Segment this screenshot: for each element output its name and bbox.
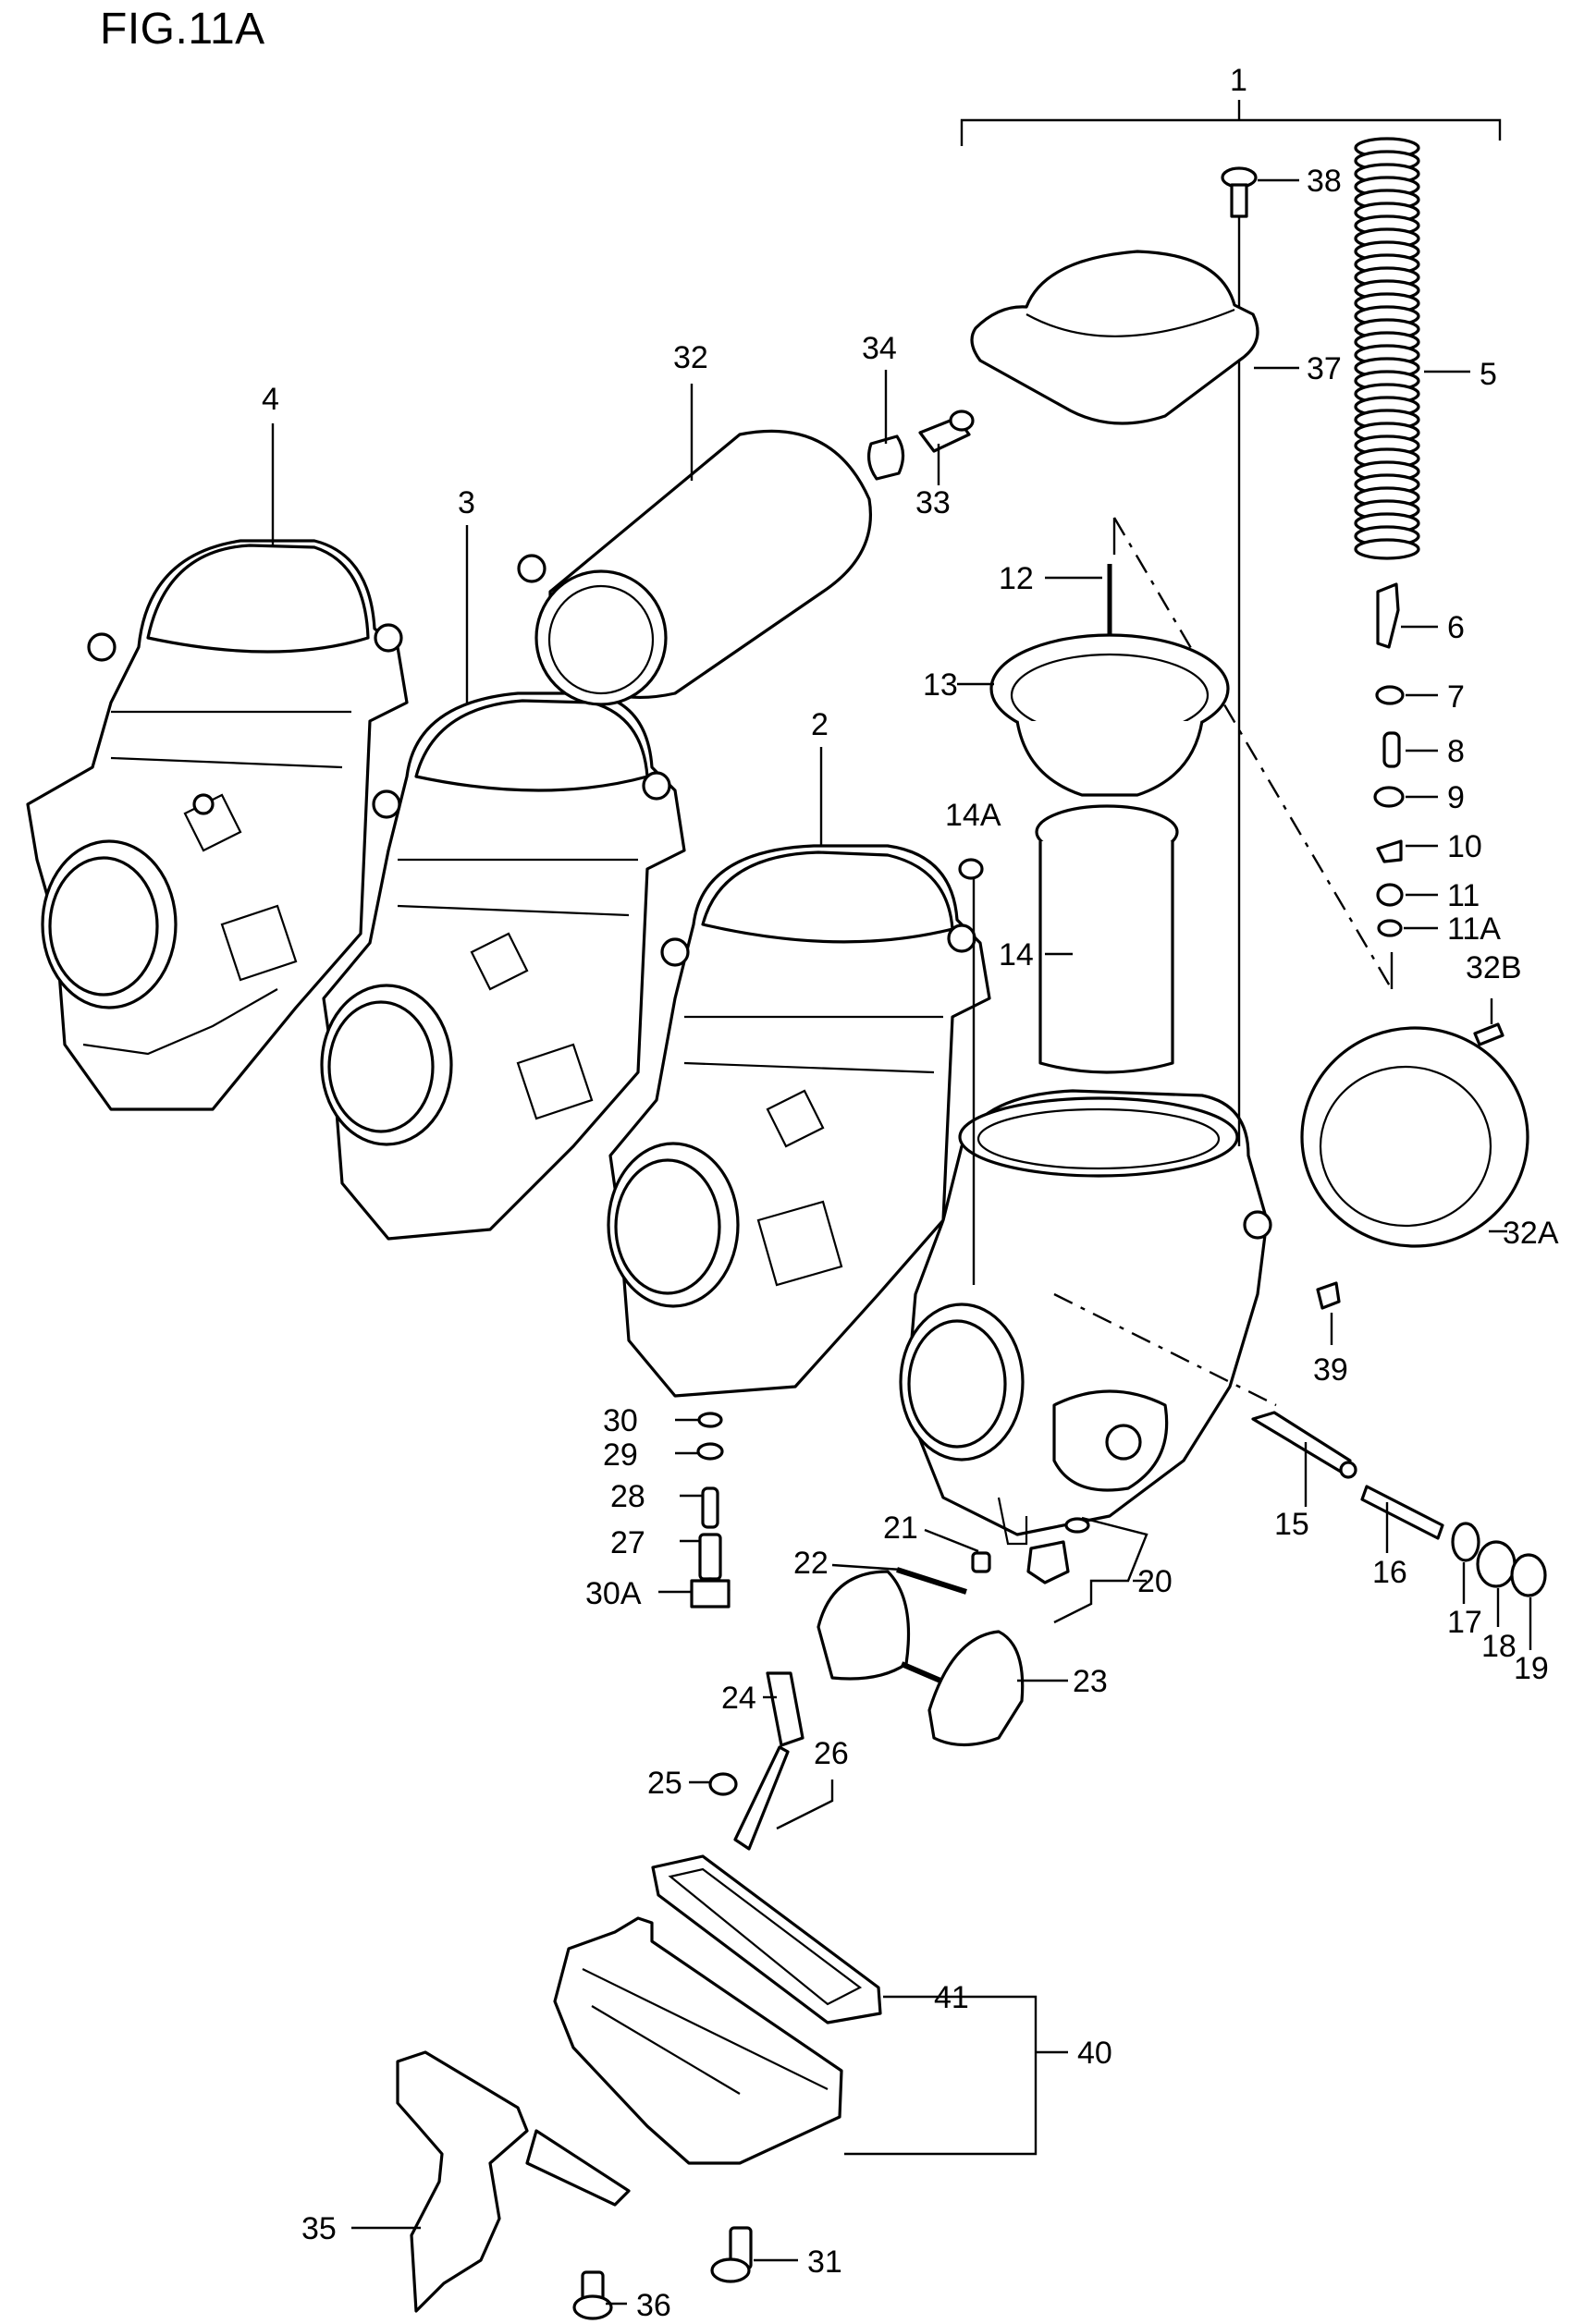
clip-10 — [1376, 839, 1403, 863]
intake-funnel-32 — [517, 429, 872, 706]
jet-24 — [766, 1671, 804, 1747]
callout-12: 12 — [999, 561, 1034, 596]
spring-5 — [1354, 137, 1420, 560]
assembly-1-bracket — [960, 100, 1502, 146]
carburetor-body-1 — [899, 1089, 1272, 1546]
cap-19 — [1510, 1553, 1547, 1597]
spring-16 — [1360, 1485, 1444, 1540]
callout-30a: 30A — [585, 1576, 642, 1611]
callout-1: 1 — [1230, 63, 1247, 98]
piston-14 — [1035, 804, 1179, 1074]
callout-10: 10 — [1447, 829, 1482, 864]
screw-36 — [572, 2270, 613, 2320]
callout-21: 21 — [883, 1511, 918, 1546]
spacer-11 — [1376, 883, 1404, 907]
callout-32a: 32A — [1503, 1216, 1559, 1251]
needle-26 — [733, 1745, 790, 1851]
callout-14: 14 — [999, 937, 1034, 972]
spring-coil — [1354, 538, 1420, 560]
washer-9 — [1373, 786, 1405, 808]
callout-26: 26 — [814, 1736, 849, 1771]
callout-8: 8 — [1447, 734, 1465, 769]
washer-29 — [696, 1442, 724, 1461]
bracket-35 — [396, 2050, 631, 2313]
callout-9: 9 — [1447, 780, 1465, 815]
callout-25: 25 — [647, 1766, 682, 1801]
funnel-32a — [1300, 1026, 1529, 1248]
callout-24: 24 — [721, 1681, 756, 1716]
callout-23: 23 — [1073, 1664, 1108, 1699]
callout-38: 38 — [1307, 164, 1342, 199]
callout-35: 35 — [301, 2211, 337, 2246]
o-ring-14a — [958, 858, 984, 880]
callout-18: 18 — [1481, 1629, 1517, 1664]
callout-37: 37 — [1307, 351, 1342, 386]
diaphragm-13 — [989, 633, 1230, 797]
pin-22 — [896, 1567, 967, 1595]
callout-2: 2 — [811, 707, 829, 742]
callout-33: 33 — [915, 485, 951, 520]
callout-16: 16 — [1372, 1555, 1407, 1590]
callout-39: 39 — [1313, 1352, 1348, 1388]
pilot-screw-parts — [690, 1412, 731, 1608]
callout-27: 27 — [610, 1525, 645, 1560]
callout-30: 30 — [603, 1403, 638, 1438]
callout-17: 17 — [1447, 1605, 1482, 1640]
callout-40: 40 — [1077, 2036, 1112, 2071]
screw-32b — [1473, 1022, 1504, 1046]
figure-title: FIG.11A — [100, 5, 265, 54]
callout-41: 41 — [934, 1980, 969, 2015]
throttle-screw-15 — [1251, 1411, 1357, 1479]
washer-11a — [1377, 919, 1403, 937]
callout-6: 6 — [1447, 610, 1465, 645]
callout-14a: 14A — [945, 798, 1001, 833]
callout-4: 4 — [262, 382, 279, 417]
screw-21 — [971, 1551, 991, 1573]
valve-20 — [1026, 1517, 1090, 1584]
callout-32: 32 — [673, 340, 708, 375]
callout-31: 31 — [807, 2244, 842, 2280]
o-ring-17 — [1451, 1522, 1480, 1562]
needle-jet-parts — [1373, 582, 1405, 937]
leader-lines — [271, 178, 1532, 2306]
callout-5: 5 — [1480, 357, 1497, 392]
callout-19: 19 — [1514, 1651, 1549, 1686]
callout-36: 36 — [636, 2288, 671, 2323]
carburetor-4 — [26, 539, 409, 1111]
screw-38 — [1221, 166, 1258, 218]
callout-15: 15 — [1274, 1507, 1309, 1542]
washer-7 — [1375, 685, 1405, 705]
screw-39 — [1316, 1281, 1341, 1310]
callout-29: 29 — [603, 1437, 638, 1473]
callout-22: 22 — [793, 1546, 829, 1581]
collar-34 — [866, 434, 905, 481]
top-cap-37 — [970, 250, 1259, 425]
cap-30a — [690, 1579, 731, 1608]
carburetor-3 — [320, 691, 686, 1241]
callout-3: 3 — [458, 485, 475, 520]
float-chamber-40 — [553, 1916, 843, 2165]
screw-31 — [710, 2226, 753, 2283]
spring-28 — [701, 1486, 719, 1529]
callout-32b: 32B — [1466, 950, 1522, 985]
callout-13: 13 — [923, 667, 958, 703]
bolt-33 — [918, 410, 975, 453]
callout-11: 11 — [1447, 878, 1480, 913]
gasket-41 — [651, 1854, 882, 2024]
carburetor-2 — [607, 844, 991, 1398]
float-23 — [817, 1570, 1025, 1747]
callout-20: 20 — [1137, 1564, 1173, 1599]
callout-7: 7 — [1447, 679, 1465, 715]
callout-34: 34 — [862, 331, 897, 366]
callout-11a: 11A — [1447, 911, 1501, 947]
jet-25 — [708, 1772, 738, 1796]
jet-6 — [1376, 582, 1400, 649]
spring-8 — [1382, 731, 1401, 768]
callout-28: 28 — [610, 1479, 645, 1514]
